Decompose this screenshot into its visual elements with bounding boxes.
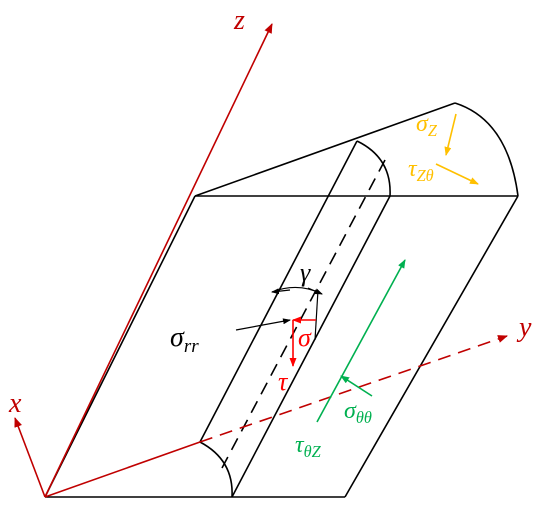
- tau-z-theta-base: τ: [408, 156, 418, 182]
- sigma-theta-theta-label: σθθ: [344, 398, 372, 427]
- slot-axis-dashed: [221, 159, 386, 469]
- sigma-theta-theta-subscript: θθ: [356, 408, 372, 427]
- sigma-label: σ: [298, 323, 312, 352]
- x-axis-label: x: [8, 388, 22, 419]
- block-left-face-edge: [44, 195, 196, 498]
- z-axis: [44, 23, 273, 498]
- gamma-right-tick: [307, 287, 323, 295]
- sigma-rr-subscript: rr: [184, 336, 199, 357]
- tau-theta-z-base: τ: [295, 432, 305, 458]
- block-top-back-edge: [194, 102, 456, 197]
- coordinate-axes: [14, 23, 508, 498]
- slot-right-edge: [231, 195, 391, 498]
- sigma-rr-leader-arrow: [235, 318, 291, 331]
- tau-z-theta-label: τZθ: [408, 156, 434, 185]
- tau-z-theta-arrow: [435, 163, 479, 185]
- block-outline: [44, 102, 519, 498]
- slot-bottom-arc: [199, 441, 233, 498]
- y-axis-label: y: [516, 312, 532, 343]
- gamma-reference-line: [314, 289, 319, 341]
- tau-theta-z-subscript: θZ: [304, 442, 322, 461]
- sigma-rr-base: σ: [170, 322, 185, 353]
- sigma-z-label: σZ: [416, 111, 438, 140]
- gamma-label: γ: [300, 258, 311, 287]
- sigma-theta-theta-arrow: [340, 375, 373, 397]
- sigma-z-subscript: Z: [428, 121, 438, 140]
- y-axis-solid: [44, 441, 201, 498]
- sigma-z-base: σ: [416, 111, 429, 137]
- tau-theta-z-label: τθZ: [295, 432, 322, 461]
- sigma-theta-theta-base: σ: [344, 398, 357, 424]
- tau-z-theta-subscript: Zθ: [417, 166, 434, 185]
- z-axis-label: z: [233, 5, 245, 36]
- slot-top-arc: [356, 140, 391, 197]
- x-axis: [14, 417, 46, 498]
- gamma-left-tick: [271, 288, 291, 295]
- sigma-z-arrow: [444, 113, 457, 156]
- y-axis-dashed: [199, 335, 508, 443]
- block-right-edge: [344, 195, 519, 498]
- gamma-angle-marker: [271, 286, 323, 341]
- tau-theta-z-arrow: [316, 259, 406, 423]
- block-top-arc: [454, 102, 519, 197]
- tau-label: τ: [278, 367, 289, 396]
- sigma-rr-label: σrr: [170, 322, 199, 357]
